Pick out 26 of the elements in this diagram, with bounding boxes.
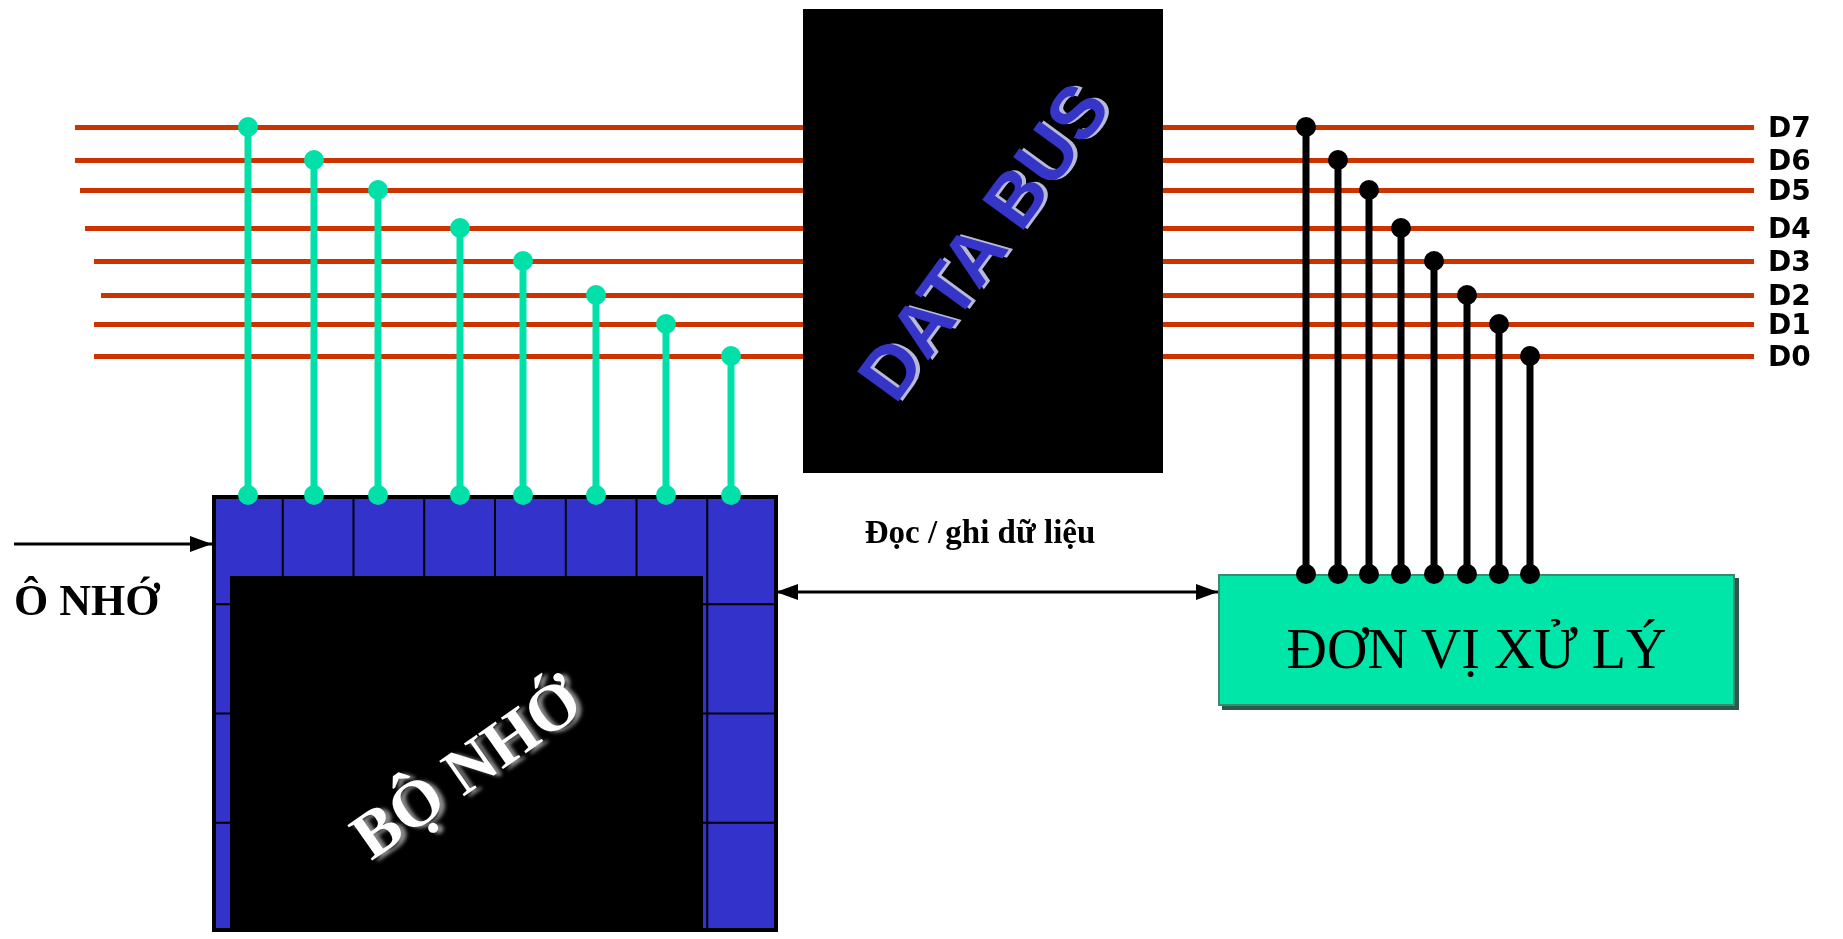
connector-line bbox=[1359, 180, 1379, 584]
bus-line-label: D3 bbox=[1768, 244, 1811, 278]
connector-line bbox=[721, 346, 741, 505]
memory-block bbox=[230, 576, 703, 930]
bus-line-label: D4 bbox=[1768, 211, 1811, 245]
connector-line bbox=[1424, 251, 1444, 584]
connector-line bbox=[1391, 218, 1411, 584]
arrow bbox=[776, 584, 1218, 600]
connector-line bbox=[1489, 314, 1509, 584]
connector-line bbox=[1328, 150, 1348, 584]
connector-line bbox=[238, 117, 258, 505]
arrow bbox=[14, 536, 212, 552]
memory-cell-label: Ô NHỚ bbox=[14, 575, 160, 626]
connector-line bbox=[656, 314, 676, 505]
bus-line-label: D7 bbox=[1768, 110, 1811, 144]
connector-line bbox=[513, 251, 533, 505]
connector-line bbox=[304, 150, 324, 505]
connector-line bbox=[450, 218, 470, 505]
connector-line bbox=[1457, 285, 1477, 584]
processor-title: ĐƠN VỊ XỬ LÝ bbox=[1286, 617, 1667, 681]
connector-line bbox=[586, 285, 606, 505]
connector-line bbox=[368, 180, 388, 505]
bus-line-label: D0 bbox=[1768, 339, 1811, 373]
connector-line bbox=[1520, 346, 1540, 584]
connector-line bbox=[1296, 117, 1316, 584]
bus-block bbox=[803, 9, 1163, 473]
